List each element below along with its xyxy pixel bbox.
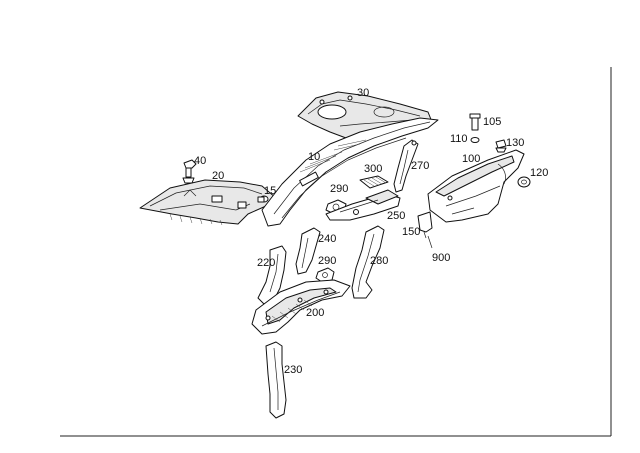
label-part-20: 20 bbox=[212, 170, 224, 182]
part-15-plug[interactable] bbox=[257, 195, 269, 203]
label-part-220: 220 bbox=[257, 257, 275, 269]
label-part-240: 240 bbox=[318, 233, 336, 245]
label-part-150: 150 bbox=[402, 226, 420, 238]
label-part-280: 280 bbox=[370, 255, 388, 267]
part-130-clip[interactable] bbox=[495, 139, 507, 153]
part-250-bracket[interactable] bbox=[325, 189, 401, 221]
label-part-230: 230 bbox=[284, 364, 302, 376]
label-part-250: 250 bbox=[387, 210, 405, 222]
part-300-grille[interactable] bbox=[359, 175, 389, 189]
part-270-duct[interactable] bbox=[393, 139, 419, 193]
label-part-15: 15 bbox=[264, 185, 276, 197]
label-part-290-b: 290 bbox=[318, 255, 336, 267]
label-part-100: 100 bbox=[462, 153, 480, 165]
label-part-200: 200 bbox=[306, 307, 324, 319]
part-120-grommet[interactable] bbox=[517, 176, 531, 188]
label-part-10: 10 bbox=[308, 151, 320, 163]
part-230-duct[interactable] bbox=[265, 341, 287, 419]
label-part-120: 120 bbox=[530, 167, 548, 179]
part-40-clip[interactable] bbox=[182, 159, 197, 184]
label-part-130: 130 bbox=[506, 137, 524, 149]
label-part-300: 300 bbox=[364, 163, 382, 175]
part-10-cowl-cover[interactable] bbox=[261, 117, 439, 227]
label-part-40: 40 bbox=[194, 155, 206, 167]
label-part-110: 110 bbox=[450, 133, 468, 145]
part-100-reservoir[interactable] bbox=[427, 149, 525, 223]
label-part-900: 900 bbox=[432, 252, 450, 264]
part-240-duct[interactable] bbox=[295, 227, 321, 275]
label-part-30: 30 bbox=[357, 87, 369, 99]
label-part-270: 270 bbox=[411, 160, 429, 172]
part-105-bolt[interactable] bbox=[469, 113, 481, 131]
part-150-pump[interactable] bbox=[417, 211, 433, 239]
part-110-washer[interactable] bbox=[470, 137, 480, 143]
part-20-left-panel[interactable] bbox=[139, 179, 277, 226]
part-280-duct[interactable] bbox=[351, 225, 385, 299]
label-part-290-a: 290 bbox=[330, 183, 348, 195]
leader-line-900 bbox=[427, 235, 433, 249]
label-part-105: 105 bbox=[483, 116, 501, 128]
part-200-frame[interactable] bbox=[251, 279, 351, 335]
